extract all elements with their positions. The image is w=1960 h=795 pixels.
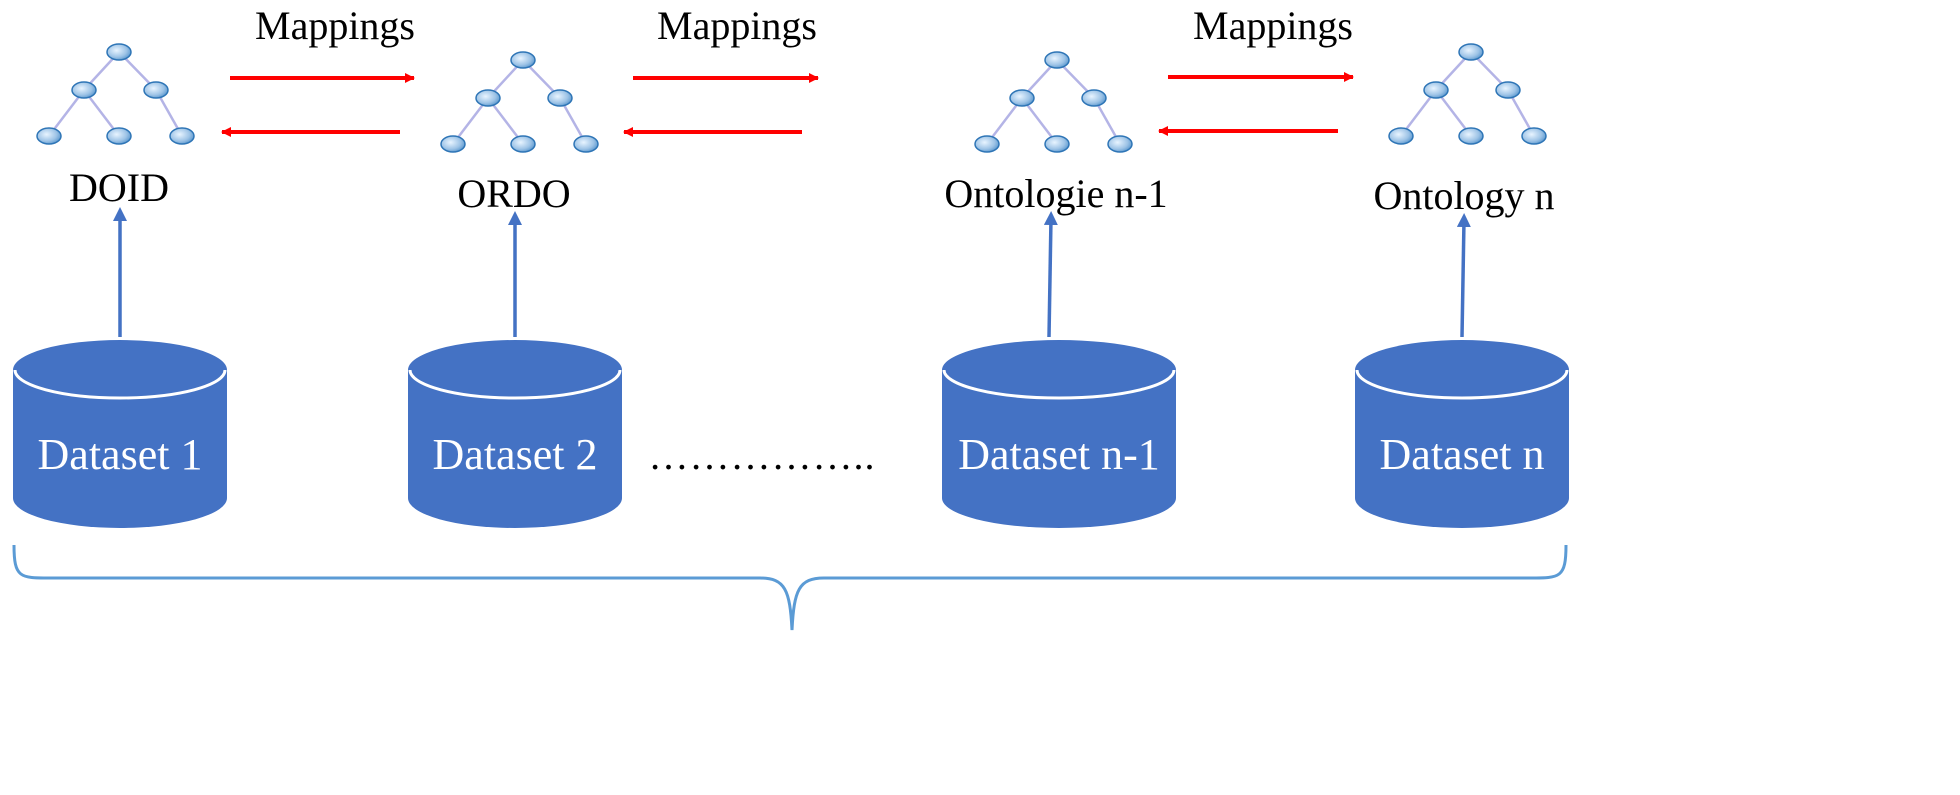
tree-node	[169, 127, 195, 145]
cylinder-body	[13, 370, 227, 528]
tree-node	[1081, 89, 1107, 107]
dataset-label-n-minus-1: Dataset n-1	[958, 430, 1160, 479]
tree-node	[547, 89, 573, 107]
tree-node	[106, 127, 132, 145]
tree-node	[974, 135, 1000, 153]
dataset-cylinder-3	[942, 340, 1176, 528]
ontology-trees	[36, 43, 1547, 153]
tree-node	[106, 43, 132, 61]
mapping-arrow-pair-3	[1158, 72, 1354, 136]
tree-node	[1458, 127, 1484, 145]
tree-node	[143, 81, 169, 99]
dataset-cylinder-2	[408, 340, 622, 528]
dataset-arrows	[113, 207, 1471, 338]
dataset-label-n: Dataset n	[1379, 430, 1545, 479]
tree-node	[1388, 127, 1414, 145]
tree-node	[1044, 135, 1070, 153]
cylinder-top	[13, 340, 227, 400]
ontology-tree-icon-1	[36, 43, 195, 145]
tree-node	[1423, 81, 1449, 99]
ontology-label-ordo: ORDO	[457, 171, 571, 216]
dataset-label-1: Dataset 1	[37, 430, 203, 479]
ontology-tree-icon-3	[974, 51, 1133, 153]
tree-node	[510, 51, 536, 69]
tree-node	[440, 135, 466, 153]
tree-node	[573, 135, 599, 153]
dataset-cylinder-1	[13, 340, 227, 528]
cylinder-rim	[1355, 369, 1569, 400]
tree-node	[1458, 43, 1484, 61]
cylinder-top	[408, 340, 622, 400]
tree-node	[475, 89, 501, 107]
mapping-arrow-pair-2	[623, 73, 819, 137]
dataset-label-2: Dataset 2	[432, 430, 598, 479]
mapping-label-1: Mappings	[255, 3, 415, 48]
cylinder-top	[942, 340, 1176, 400]
ontology-tree-icon-2	[440, 51, 599, 153]
mapping-arrows	[221, 72, 1354, 137]
dataset-to-ontology-arrow-3	[1043, 211, 1058, 338]
cylinder-body	[408, 370, 622, 528]
tree-node	[1044, 51, 1070, 69]
tree-node	[71, 81, 97, 99]
tree-node	[1107, 135, 1133, 153]
ontology-label-n-minus-1: Ontologie n-1	[944, 171, 1168, 216]
cylinder-rim	[408, 369, 622, 400]
bottom-brace	[12, 544, 1568, 631]
ontology-label-doid: DOID	[69, 165, 169, 210]
cylinder-top	[1355, 340, 1569, 400]
dataset-cylinders	[13, 340, 1569, 528]
tree-node	[510, 135, 536, 153]
mapping-label-3: Mappings	[1193, 3, 1353, 48]
ontology-label-n: Ontology n	[1373, 173, 1555, 218]
ellipsis-text: ……………..	[648, 433, 876, 478]
tree-node	[1009, 89, 1035, 107]
mapping-arrow-pair-1	[221, 73, 415, 137]
brace-path	[12, 544, 1568, 631]
cylinder-body	[942, 370, 1176, 528]
tree-node	[1521, 127, 1547, 145]
cylinder-body	[1355, 370, 1569, 528]
mapping-label-2: Mappings	[657, 3, 817, 48]
cylinder-rim	[13, 369, 227, 400]
cylinder-rim	[942, 369, 1176, 400]
ontology-tree-icon-4	[1388, 43, 1547, 145]
dataset-to-ontology-arrow-4	[1456, 213, 1471, 338]
dataset-cylinder-4	[1355, 340, 1569, 528]
tree-node	[1495, 81, 1521, 99]
tree-node	[36, 127, 62, 145]
